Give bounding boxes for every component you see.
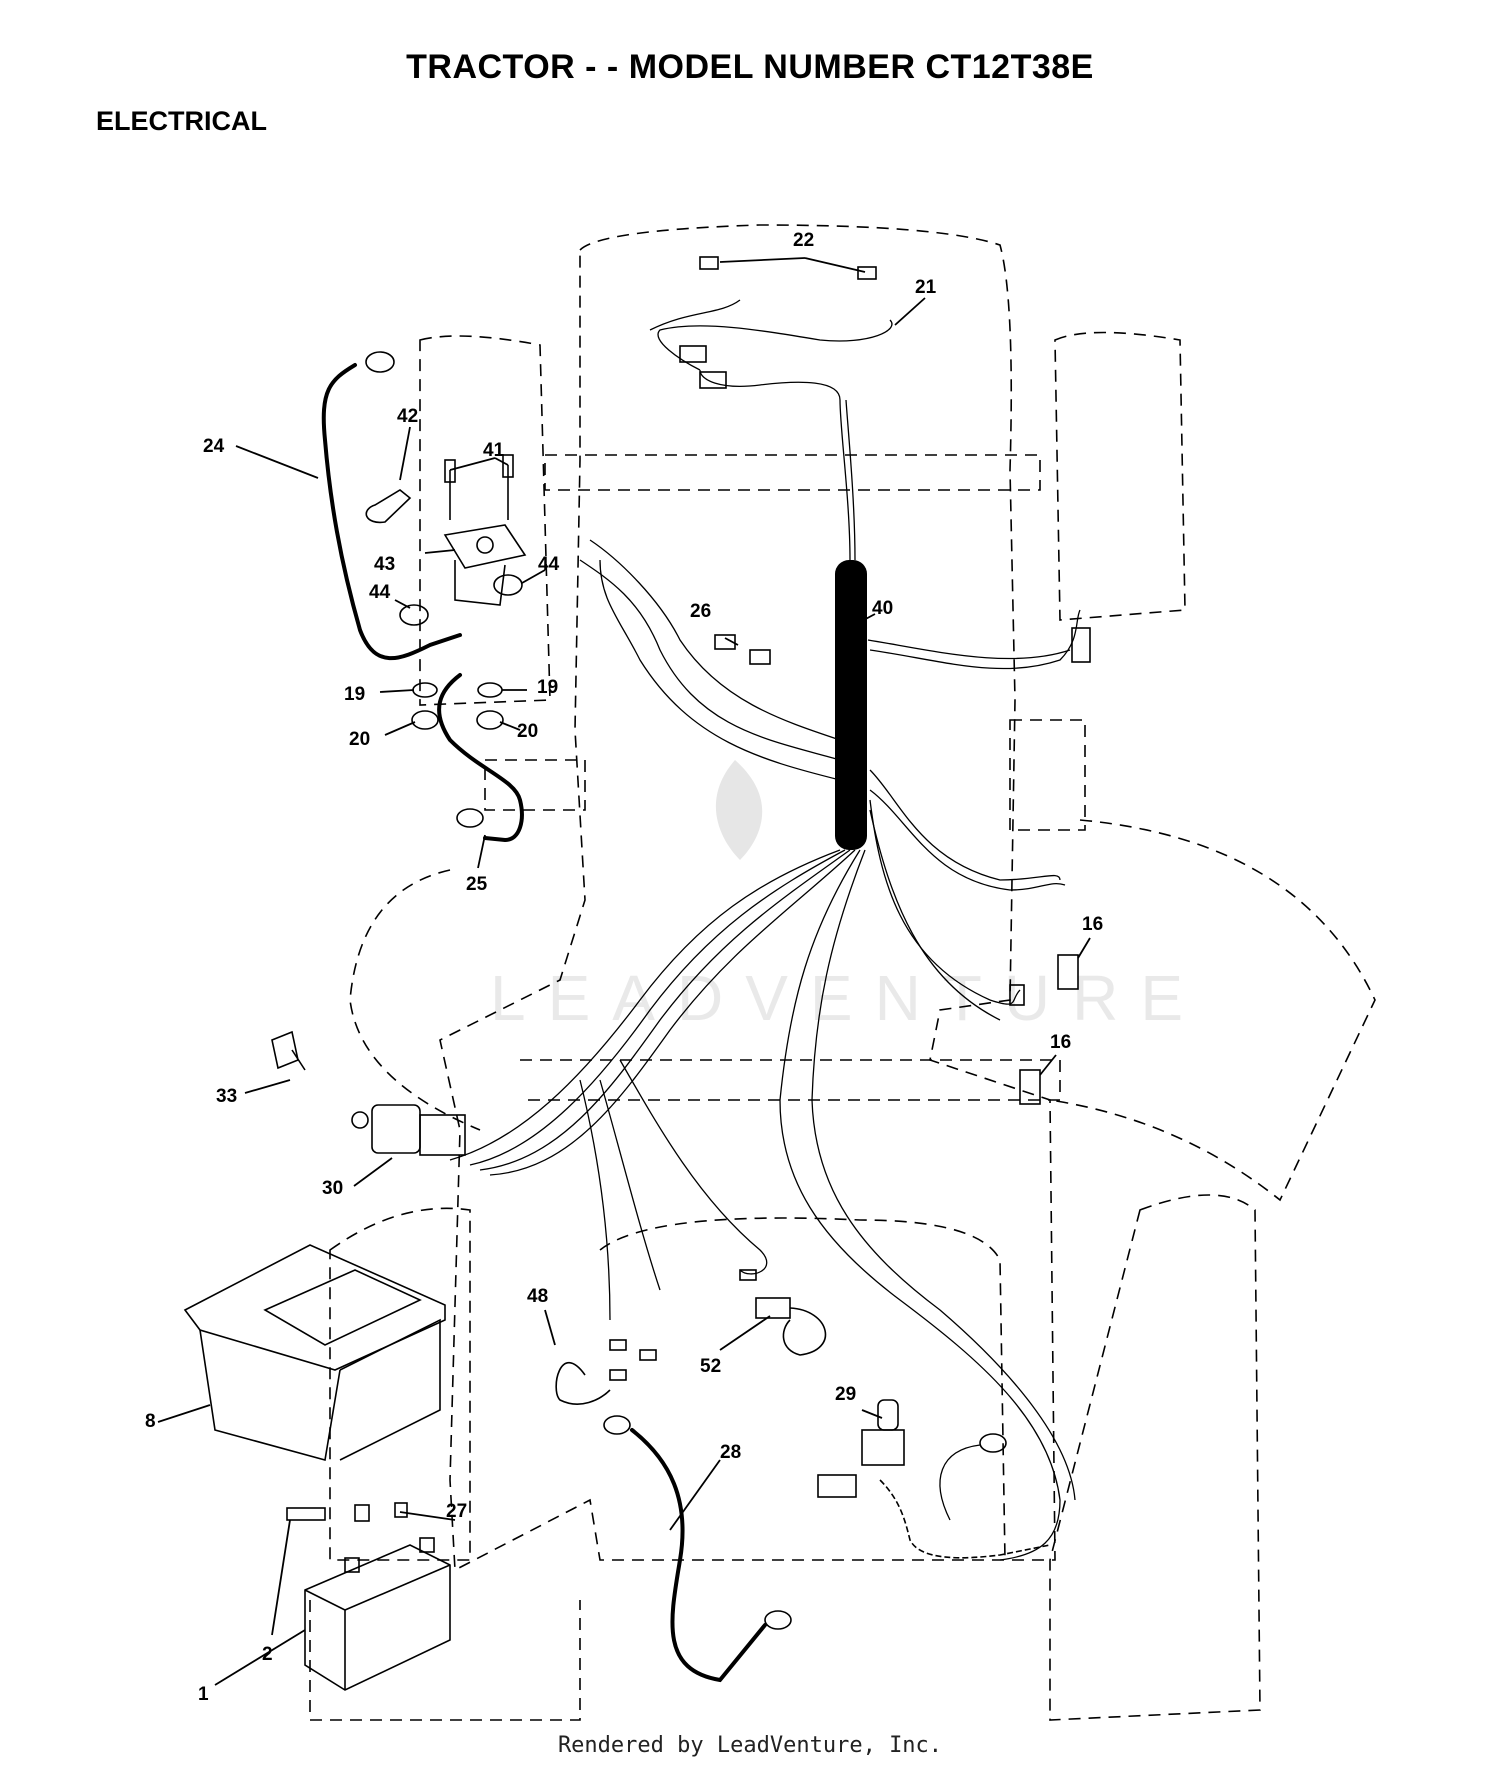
front-right-wheel-outline <box>1054 331 1186 621</box>
callout-22: 22 <box>793 230 814 251</box>
callout-43: 43 <box>374 554 395 575</box>
frame-outline <box>439 224 1056 1572</box>
leader-lines <box>157 257 1091 1686</box>
left-fender-outline <box>349 869 481 1131</box>
battery <box>304 1537 451 1691</box>
callout-26: 26 <box>690 601 711 622</box>
callout-20-right: 20 <box>517 721 538 742</box>
ignition-switch <box>351 1104 466 1156</box>
callout-28: 28 <box>720 1442 741 1463</box>
watermark-flame-icon <box>715 760 763 860</box>
callout-16-lower: 16 <box>1050 1032 1071 1053</box>
callouts: 22 21 24 42 41 43 44 44 19 19 20 20 25 2… <box>145 230 1103 1705</box>
harness-loom <box>835 560 867 850</box>
dash-bracket-outline <box>1009 719 1086 831</box>
page-title: TRACTOR - - MODEL NUMBER CT12T38E <box>406 48 1094 86</box>
wiring-harness <box>449 299 1081 1561</box>
watermark: LEADVENTURE <box>490 760 1205 1034</box>
callout-19-right: 19 <box>537 677 558 698</box>
ground-cable-28 <box>603 1415 792 1683</box>
callout-2: 2 <box>262 1644 273 1665</box>
rear-right-wheel-outline <box>1049 1194 1261 1721</box>
ignition-key <box>271 1030 306 1071</box>
seat-deck-outline <box>520 1059 1061 1101</box>
callout-30: 30 <box>322 1178 343 1199</box>
rear-left-wheel-outline <box>329 1207 471 1561</box>
callout-8: 8 <box>145 1411 156 1432</box>
seat-switch <box>817 1399 1051 1559</box>
callout-20-left: 20 <box>349 729 370 750</box>
watermark-text: LEADVENTURE <box>490 962 1205 1034</box>
battery-cable-24 <box>321 351 462 661</box>
right-fender-outline <box>1049 819 1376 1202</box>
callout-33: 33 <box>216 1086 237 1107</box>
battery-tray <box>183 1244 446 1462</box>
hardware <box>399 574 523 730</box>
callout-19-left: 19 <box>344 684 365 705</box>
footer-credit: Rendered by LeadVenture, Inc. <box>557 1733 943 1758</box>
callout-21: 21 <box>915 277 937 298</box>
seat-outline <box>599 1217 1006 1561</box>
rear-frame-outline <box>309 1600 581 1721</box>
connectors <box>555 256 1091 1405</box>
battery-cable-25 <box>437 673 524 843</box>
front-axle-outline <box>544 454 1041 491</box>
callout-44-right: 44 <box>538 554 560 575</box>
callout-24: 24 <box>203 436 225 457</box>
callout-44-left: 44 <box>369 582 391 603</box>
front-left-wheel-outline <box>419 335 551 706</box>
bolt-42 <box>365 489 412 524</box>
callout-42: 42 <box>397 406 418 427</box>
steering-bracket-outline <box>484 759 586 811</box>
starter-solenoid <box>443 454 527 606</box>
callout-52: 52 <box>700 1356 721 1377</box>
callout-41: 41 <box>483 440 505 461</box>
callout-1: 1 <box>198 1684 209 1705</box>
callout-27: 27 <box>446 1501 467 1522</box>
callout-48: 48 <box>527 1286 548 1307</box>
section-heading: ELECTRICAL <box>96 106 267 136</box>
tractor-outline <box>309 224 1376 1721</box>
callout-40: 40 <box>872 598 893 619</box>
callout-29: 29 <box>835 1384 856 1405</box>
terminal-bolts <box>286 1502 408 1522</box>
callout-25: 25 <box>466 874 488 895</box>
callout-16-upper: 16 <box>1082 914 1103 935</box>
